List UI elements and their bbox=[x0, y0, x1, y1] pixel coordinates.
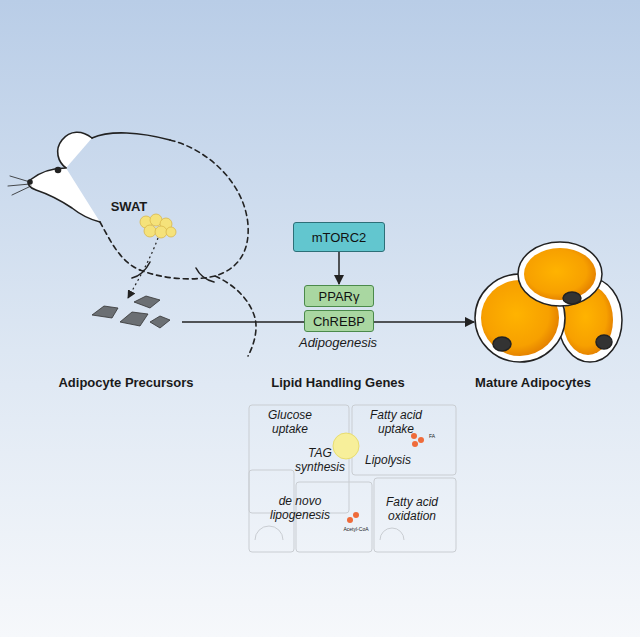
label: Mature Adipocytes bbox=[475, 376, 591, 391]
label: FA bbox=[429, 434, 435, 440]
dotted-arrow bbox=[128, 238, 158, 298]
label: Fatty acid oxidation bbox=[370, 496, 454, 524]
label: TAG synthesis bbox=[285, 447, 355, 475]
label: Glucose uptake bbox=[252, 409, 328, 437]
label: de novo lipogenesis bbox=[265, 495, 335, 523]
fat-pad bbox=[140, 214, 176, 238]
kinase-box: mTORC2 bbox=[293, 222, 385, 252]
panel-grid bbox=[249, 405, 456, 552]
label: Lipid Handling Genes bbox=[271, 376, 405, 391]
connector bbox=[338, 252, 340, 284]
label: Adipocyte Precursors bbox=[58, 376, 193, 391]
factor-box: PPARγ bbox=[304, 285, 374, 307]
label: Lipolysis bbox=[365, 454, 411, 468]
precursor-cells bbox=[92, 296, 170, 328]
factor-box: ChREBP bbox=[304, 310, 374, 332]
label: SWAT bbox=[111, 200, 148, 215]
node-text: mTORC2 bbox=[312, 230, 367, 245]
node-text: PPARγ bbox=[319, 289, 360, 304]
label: Fatty acid uptake bbox=[361, 409, 431, 437]
adipocytes bbox=[475, 242, 622, 362]
node-text: ChREBP bbox=[313, 314, 365, 329]
lipid-droplet bbox=[333, 433, 359, 459]
label: Acetyl-CoA bbox=[343, 527, 368, 533]
label: Adipogenesis bbox=[299, 336, 377, 351]
